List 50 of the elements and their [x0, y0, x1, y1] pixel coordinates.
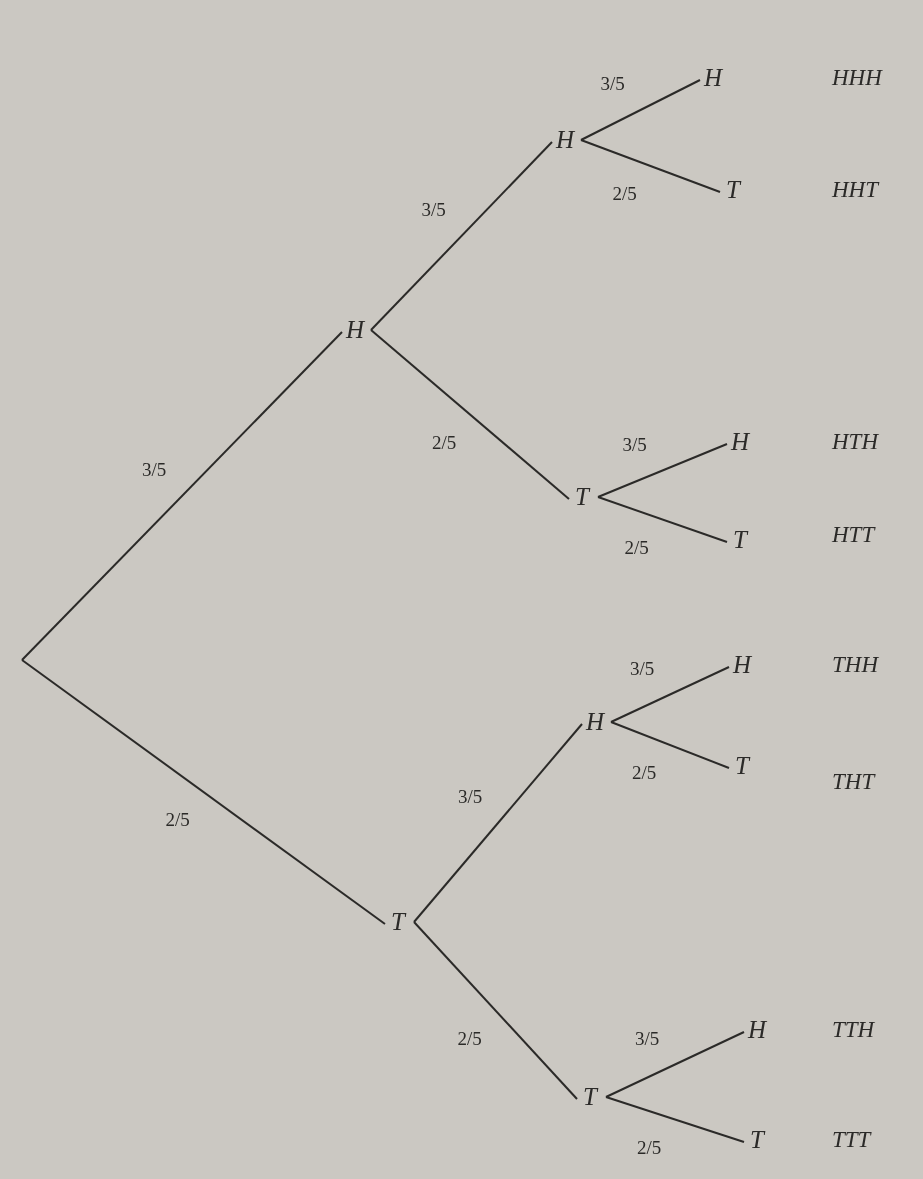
- branch-line: [580, 79, 701, 141]
- outcome-letter: T: [721, 176, 745, 204]
- outcome-letter: H: [583, 708, 607, 736]
- sequence-label: TTT: [832, 1126, 871, 1154]
- branch-line: [597, 496, 728, 543]
- sequence-label: TTH: [832, 1016, 875, 1044]
- outcome-letter: H: [343, 316, 367, 344]
- outcome-letter: T: [745, 1126, 769, 1154]
- probability-fraction: 2/5: [457, 1028, 482, 1049]
- branch-line: [370, 329, 570, 500]
- sequence-label: THT: [832, 768, 875, 796]
- probability-fraction: 3/5: [458, 787, 483, 807]
- branch-line: [597, 443, 728, 498]
- outcome-letter: H: [553, 126, 577, 154]
- outcome-letter: T: [730, 752, 754, 780]
- probability-fraction: 3/5: [600, 74, 625, 94]
- outcome-letter: T: [578, 1083, 602, 1111]
- outcome-letter: H: [728, 428, 752, 456]
- branch-line: [21, 659, 386, 925]
- branch-line: [610, 721, 730, 769]
- sequence-label: THH: [832, 651, 878, 679]
- probability-fraction: 3/5: [635, 1028, 660, 1049]
- sequence-label: HHT: [832, 176, 878, 204]
- probability-fraction: 2/5: [624, 537, 649, 558]
- sequence-label: HTH: [832, 428, 878, 456]
- branch-line: [605, 1096, 745, 1143]
- probability-fraction: 3/5: [622, 434, 647, 455]
- outcome-letter: T: [728, 526, 752, 554]
- outcome-letter: T: [570, 483, 594, 511]
- branch-line: [610, 666, 730, 723]
- branch-line: [21, 331, 343, 661]
- probability-fraction: 2/5: [165, 810, 190, 830]
- outcome-letter: H: [730, 651, 754, 679]
- branch-line: [370, 141, 553, 331]
- branch-line: [605, 1031, 745, 1098]
- probability-fraction: 3/5: [421, 200, 446, 220]
- branch-line: [580, 139, 721, 193]
- outcome-letter: H: [701, 64, 725, 92]
- probability-fraction: 3/5: [142, 460, 167, 480]
- probability-fraction: 2/5: [632, 763, 657, 783]
- sequence-label: HHH: [832, 64, 882, 92]
- probability-fraction: 2/5: [432, 432, 457, 453]
- probability-fraction: 3/5: [630, 658, 655, 679]
- probability-fraction: 2/5: [637, 1137, 662, 1158]
- branch-line: [413, 921, 578, 1100]
- probability-fraction: 2/5: [612, 184, 637, 204]
- sequence-label: HTT: [832, 521, 875, 549]
- branch-line: [413, 723, 583, 923]
- outcome-letter: H: [745, 1016, 769, 1044]
- outcome-letter: T: [386, 908, 410, 936]
